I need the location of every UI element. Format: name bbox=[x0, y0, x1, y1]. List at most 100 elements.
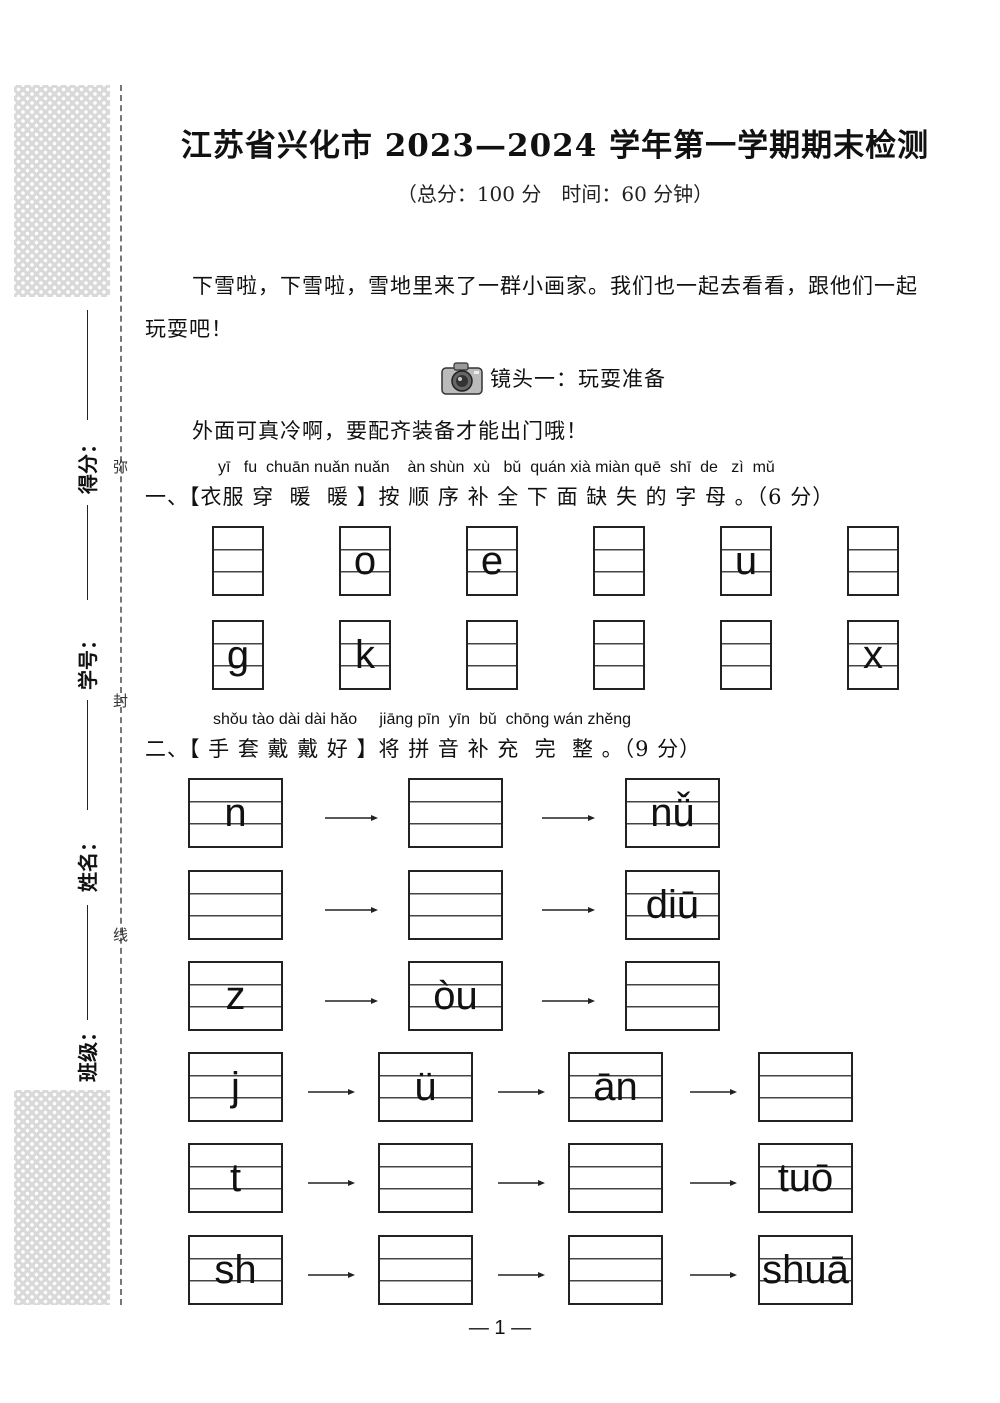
class-label: 班级： bbox=[76, 1022, 100, 1082]
q1-letter-box[interactable] bbox=[847, 526, 899, 596]
q2-pinyin-box[interactable]: n bbox=[188, 778, 283, 848]
score-label: 得分： bbox=[76, 434, 100, 494]
q2-pinyin-box[interactable]: t bbox=[188, 1143, 283, 1213]
section-heading: 镜头一：玩耍准备 bbox=[490, 367, 666, 391]
box-letter bbox=[760, 1054, 851, 1120]
arrow-icon bbox=[498, 1178, 545, 1188]
arrow-icon bbox=[690, 1087, 737, 1097]
q2-pinyin-box[interactable]: tuō bbox=[758, 1143, 853, 1213]
arrow-icon bbox=[542, 996, 595, 1006]
q2-pinyin-box[interactable]: sh bbox=[188, 1235, 283, 1305]
box-letter: nǚ bbox=[650, 791, 695, 835]
q2-pinyin-box[interactable]: shuā bbox=[758, 1235, 853, 1305]
arrow-icon bbox=[690, 1270, 737, 1280]
box-letter bbox=[849, 528, 897, 594]
box-letter: òu bbox=[433, 974, 478, 1018]
arrow-icon bbox=[308, 1178, 355, 1188]
arrow-icon bbox=[498, 1270, 545, 1280]
arrow-icon bbox=[325, 996, 378, 1006]
arrow-icon bbox=[308, 1270, 355, 1280]
q1-text: 一、【衣服 穿 暖 暖 】按 顺 序 补 全 下 面 缺 失 的 字 母 。（6… bbox=[145, 485, 835, 509]
q2-pinyin-box[interactable] bbox=[568, 1143, 663, 1213]
box-letter: o bbox=[353, 539, 377, 583]
score-line-upper bbox=[87, 310, 88, 420]
q2-pinyin-box[interactable]: diū bbox=[625, 870, 720, 940]
q1-letter-box[interactable]: o bbox=[339, 526, 391, 596]
q1-letter-box[interactable]: e bbox=[466, 526, 518, 596]
box-letter: u bbox=[734, 539, 758, 583]
prompt-text: 外面可真冷啊，要配齐装备才能出门哦！ bbox=[192, 419, 588, 443]
q1-letter-box[interactable] bbox=[593, 620, 645, 690]
box-letter: k bbox=[355, 633, 375, 677]
box-letter bbox=[214, 528, 262, 594]
arrow-icon bbox=[308, 1087, 355, 1097]
seal-dashed-line bbox=[120, 85, 122, 1305]
q2-pinyin-box[interactable]: nǚ bbox=[625, 778, 720, 848]
q2-pinyin-box[interactable]: z bbox=[188, 961, 283, 1031]
box-letter bbox=[410, 780, 501, 846]
box-letter bbox=[410, 872, 501, 938]
box-letter bbox=[627, 963, 718, 1029]
box-letter: e bbox=[480, 539, 504, 583]
seal-char-xian: 线 bbox=[113, 926, 129, 944]
box-letter bbox=[570, 1145, 661, 1211]
q2-pinyin-box[interactable]: òu bbox=[408, 961, 503, 1031]
arrow-icon bbox=[325, 905, 378, 915]
box-letter: j bbox=[231, 1065, 240, 1109]
q2-pinyin-box[interactable] bbox=[188, 870, 283, 940]
q2-text: 二、【 手 套 戴 戴 好 】将 拼 音 补 充 完 整 。（9 分） bbox=[145, 737, 702, 761]
arrow-icon bbox=[690, 1178, 737, 1188]
student-number-line[interactable] bbox=[87, 700, 88, 810]
box-letter bbox=[595, 528, 643, 594]
seal-char-feng: 封 bbox=[113, 692, 129, 710]
box-letter bbox=[595, 622, 643, 688]
arrow-icon bbox=[542, 905, 595, 915]
box-letter: sh bbox=[214, 1248, 257, 1292]
page-number: — 1 — bbox=[468, 1317, 532, 1339]
box-letter: z bbox=[225, 974, 246, 1018]
q1-letter-box[interactable]: x bbox=[847, 620, 899, 690]
q2-pinyin-box[interactable]: ān bbox=[568, 1052, 663, 1122]
q1-pinyin: yī fu chuān nuǎn nuǎn àn shùn xù bǔ quán… bbox=[218, 459, 775, 476]
q1-letter-box[interactable]: k bbox=[339, 620, 391, 690]
q2-pinyin-box[interactable] bbox=[758, 1052, 853, 1122]
name-label: 姓名： bbox=[76, 832, 100, 892]
name-line[interactable] bbox=[87, 905, 88, 1020]
q2-pinyin-box[interactable] bbox=[378, 1235, 473, 1305]
intro-line-1: 下雪啦，下雪啦，雪地里来了一群小画家。我们也一起去看看，跟他们一起 bbox=[192, 274, 918, 298]
student-number-label: 学号： bbox=[76, 630, 100, 690]
q2-pinyin-box[interactable]: j bbox=[188, 1052, 283, 1122]
box-letter bbox=[570, 1237, 661, 1303]
q2-pinyin-box[interactable] bbox=[625, 961, 720, 1031]
q1-letter-box[interactable] bbox=[466, 620, 518, 690]
box-letter: ü bbox=[414, 1065, 437, 1109]
box-letter bbox=[190, 872, 281, 938]
decorative-pattern-top bbox=[14, 85, 110, 297]
box-letter bbox=[722, 622, 770, 688]
box-letter: t bbox=[229, 1156, 242, 1200]
arrow-icon bbox=[498, 1087, 545, 1097]
q1-letter-box[interactable]: g bbox=[212, 620, 264, 690]
exam-subtitle: （总分：100 分 时间：60 分钟） bbox=[396, 182, 714, 206]
box-letter bbox=[380, 1145, 471, 1211]
box-letter: n bbox=[224, 791, 247, 835]
seal-char-mi: 弥 bbox=[113, 458, 129, 476]
q1-letter-box[interactable]: u bbox=[720, 526, 772, 596]
q2-pinyin-box[interactable] bbox=[408, 778, 503, 848]
q2-pinyin-box[interactable]: ü bbox=[378, 1052, 473, 1122]
score-line[interactable] bbox=[87, 505, 88, 600]
q2-pinyin-box[interactable] bbox=[378, 1143, 473, 1213]
arrow-icon bbox=[542, 813, 595, 823]
box-letter: g bbox=[226, 633, 250, 677]
q1-letter-box[interactable] bbox=[720, 620, 772, 690]
q2-pinyin-box[interactable] bbox=[568, 1235, 663, 1305]
q1-letter-box[interactable] bbox=[593, 526, 645, 596]
q1-letter-box[interactable] bbox=[212, 526, 264, 596]
box-letter: x bbox=[863, 633, 883, 677]
q2-pinyin-box[interactable] bbox=[408, 870, 503, 940]
decorative-pattern-bottom bbox=[14, 1090, 110, 1305]
intro-line-2: 玩耍吧！ bbox=[145, 317, 233, 341]
box-letter bbox=[468, 622, 516, 688]
exam-title: 江苏省兴化市 2023—2024 学年第一学期期末检测 bbox=[180, 128, 930, 164]
box-letter: ān bbox=[593, 1065, 638, 1109]
